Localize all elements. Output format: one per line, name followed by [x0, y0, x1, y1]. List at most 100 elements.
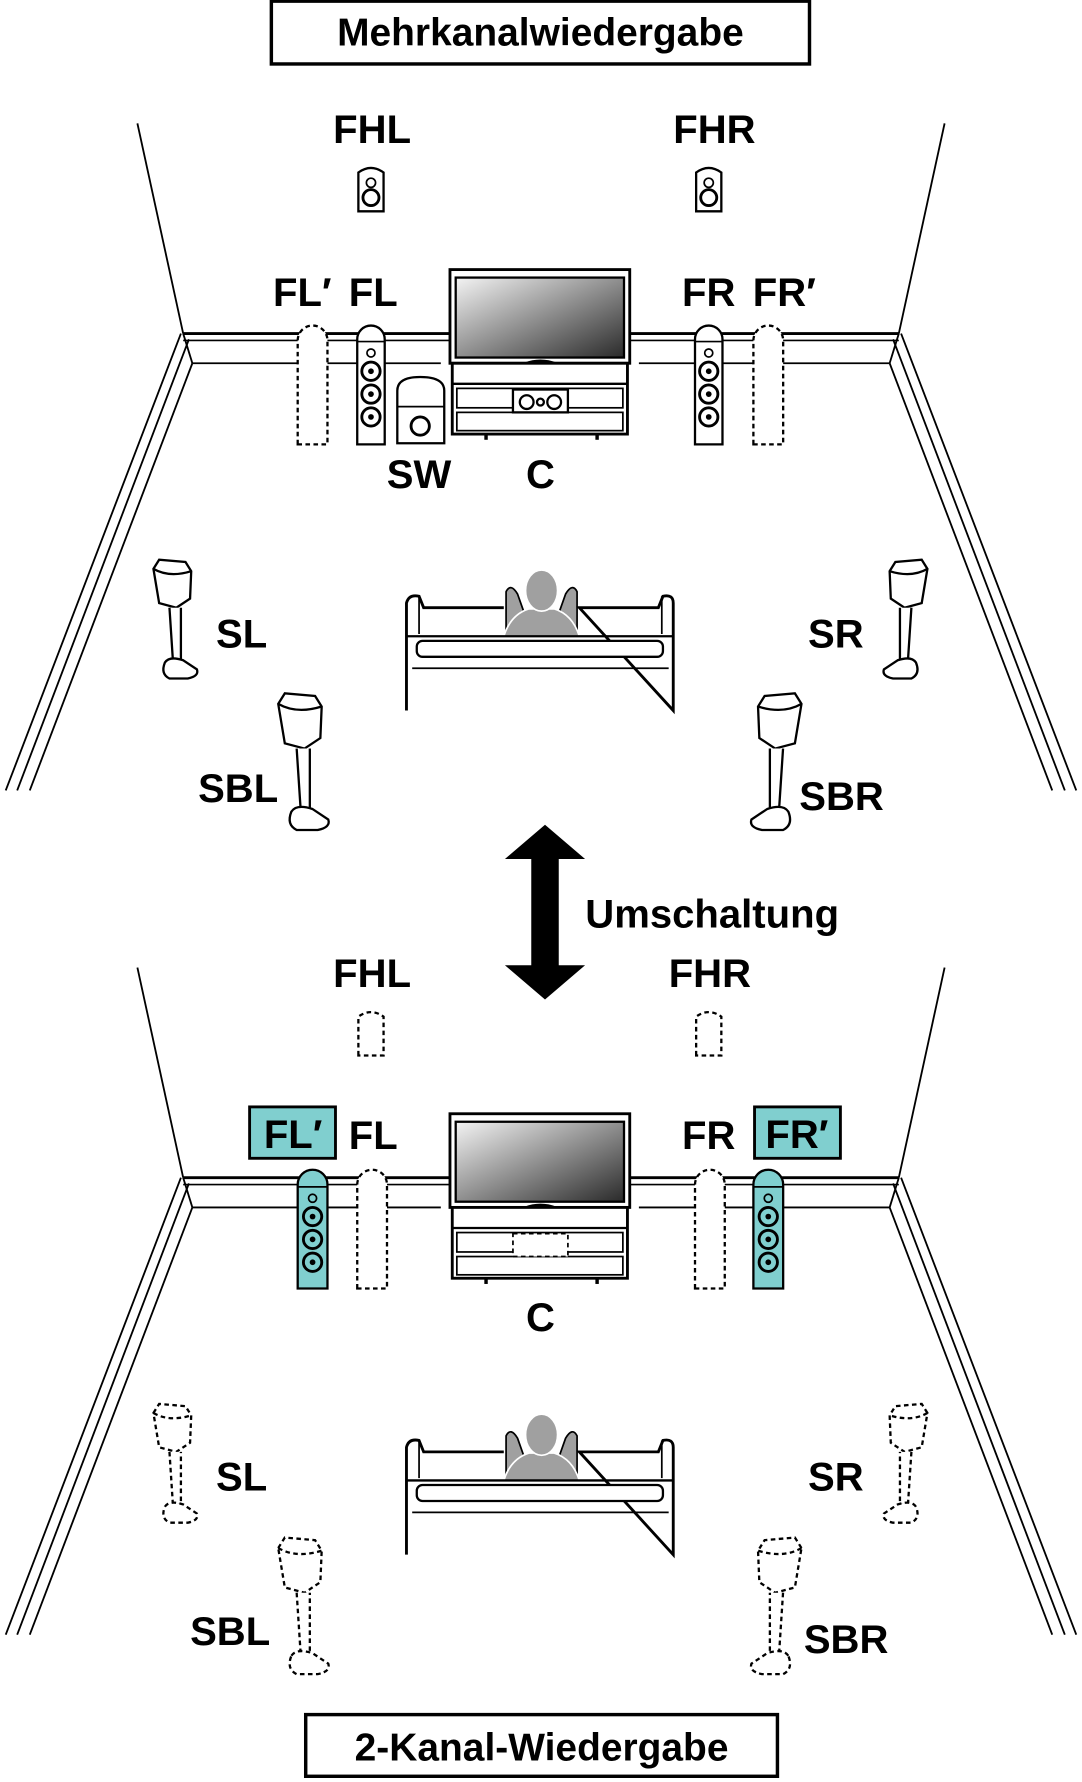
speaker-base: [288, 1649, 330, 1676]
label-sbr: SBR: [799, 775, 884, 819]
speaker-pole: [768, 1592, 785, 1655]
speaker-cabinet: [511, 388, 570, 414]
label-sl-2ch: SL: [216, 1456, 267, 1500]
left-baseboard-inner: [28, 1207, 194, 1635]
right-baseboard-corner: [888, 1177, 900, 1208]
left-floor-edge: [4, 1177, 182, 1635]
tv-screen: [454, 276, 626, 359]
speaker-fr-prime-2ch: [752, 1168, 785, 1290]
label-fr-2ch: FR: [682, 1114, 736, 1158]
sofa-with-listener: [405, 569, 675, 715]
listener-shoulder: [505, 1431, 526, 1477]
multichannel-title-box: [269, 0, 812, 66]
speaker-cabinet: [694, 1010, 723, 1057]
speaker-head-edge: [757, 702, 803, 711]
speaker-fr-2ch: [693, 1168, 726, 1290]
tv-screen: [454, 1120, 626, 1203]
tv-with-cabinet: [448, 268, 632, 440]
speaker-sl-2ch: [152, 1402, 199, 1524]
speaker-head-edge: [152, 1412, 192, 1420]
speaker-sbr-2ch: [749, 1536, 803, 1676]
speaker-sbr: [749, 692, 803, 832]
woofer-center: [705, 368, 712, 375]
label-sl: SL: [216, 613, 267, 657]
left-baseboard-edge: [16, 1183, 190, 1635]
highlight-box-fl-prime: [248, 1105, 337, 1160]
driver-icon: [546, 394, 563, 411]
speaker-head: [277, 1536, 323, 1594]
right-baseboard-edge: [892, 338, 1066, 791]
speaker-base: [162, 657, 199, 680]
listener-shoulder: [505, 586, 526, 633]
speaker-sw: [396, 375, 446, 445]
right-baseboard-inner: [888, 1207, 1054, 1635]
left-wall-edge: [136, 123, 185, 334]
speaker-cabinet: [296, 324, 329, 446]
speaker-head: [152, 1402, 193, 1454]
speaker-head: [152, 558, 193, 609]
cabinet-foot: [484, 1278, 488, 1284]
speaker-pole: [898, 607, 913, 662]
woofer-icon: [301, 1228, 324, 1250]
label-c-2ch: C: [526, 1296, 555, 1340]
speaker-base: [162, 1501, 199, 1524]
highlight-box-fr-prime: [753, 1105, 842, 1160]
listener-shoulder: [557, 586, 578, 633]
left-wall-edge: [136, 967, 185, 1178]
listener-body: [502, 607, 581, 638]
label-fl-prime-2ch: FL′: [264, 1113, 323, 1157]
label-sbl: SBL: [198, 767, 278, 811]
speaker-sbl: [277, 692, 330, 832]
left-baseboard-edge: [16, 338, 190, 791]
tweeter-icon: [703, 177, 715, 189]
woofer-icon: [360, 360, 382, 382]
speaker-c: [511, 388, 570, 414]
speaker-fl: [356, 324, 386, 446]
label-sr-2ch: SR: [808, 1456, 864, 1500]
woofer-icon: [757, 1205, 779, 1228]
speaker-head-edge: [277, 1547, 323, 1556]
woofer-icon: [360, 406, 382, 428]
sofa-cushion: [415, 639, 665, 658]
right-floor-edge: [900, 1177, 1078, 1635]
woofer-center: [368, 391, 374, 397]
tweeter-icon: [703, 348, 714, 358]
speaker-cabinet: [396, 375, 446, 445]
two-channel-title: 2-Kanal-Wiedergabe: [355, 1726, 729, 1769]
speaker-head-edge: [757, 1547, 803, 1556]
woofer-center: [705, 414, 712, 420]
speaker-sbl-2ch: [277, 1536, 330, 1676]
speaker-fl-prime-2ch: [296, 1168, 329, 1290]
speaker-head-edge: [889, 567, 928, 576]
label-c: C: [526, 453, 555, 497]
right-wall-edge: [897, 123, 946, 334]
woofer-center: [309, 1236, 316, 1243]
speaker-pole: [168, 1451, 183, 1506]
speaker-pole: [168, 607, 183, 662]
speaker-sr-2ch: [882, 1402, 929, 1524]
label-fhl: FHL: [333, 108, 411, 152]
woofer-center: [309, 1213, 316, 1220]
woofer-center: [705, 391, 712, 397]
left-baseboard-corner: [182, 333, 194, 364]
listener-icon: [502, 569, 581, 638]
speaker-head: [756, 1536, 803, 1594]
speaker-cabinet: [357, 1010, 385, 1057]
switch-label: Umschaltung: [585, 893, 839, 937]
speaker-cabinet: [693, 1168, 726, 1290]
woofer-icon: [361, 188, 381, 208]
label-fr: FR: [682, 271, 736, 315]
driver-icon: [518, 394, 535, 411]
speaker-pole: [295, 1592, 311, 1655]
speaker-cabinet: [512, 1232, 569, 1258]
woofer-icon: [301, 1205, 324, 1228]
sofa-with-listener: [405, 1413, 675, 1559]
label-sbl-2ch: SBL: [190, 1610, 270, 1654]
label-fhr-2ch: FHR: [669, 952, 751, 996]
right-wall-edge: [897, 967, 946, 1178]
woofer-icon: [757, 1228, 779, 1250]
woofer-center: [368, 414, 374, 420]
woofer-icon: [698, 383, 720, 405]
label-fhr: FHR: [673, 108, 755, 152]
